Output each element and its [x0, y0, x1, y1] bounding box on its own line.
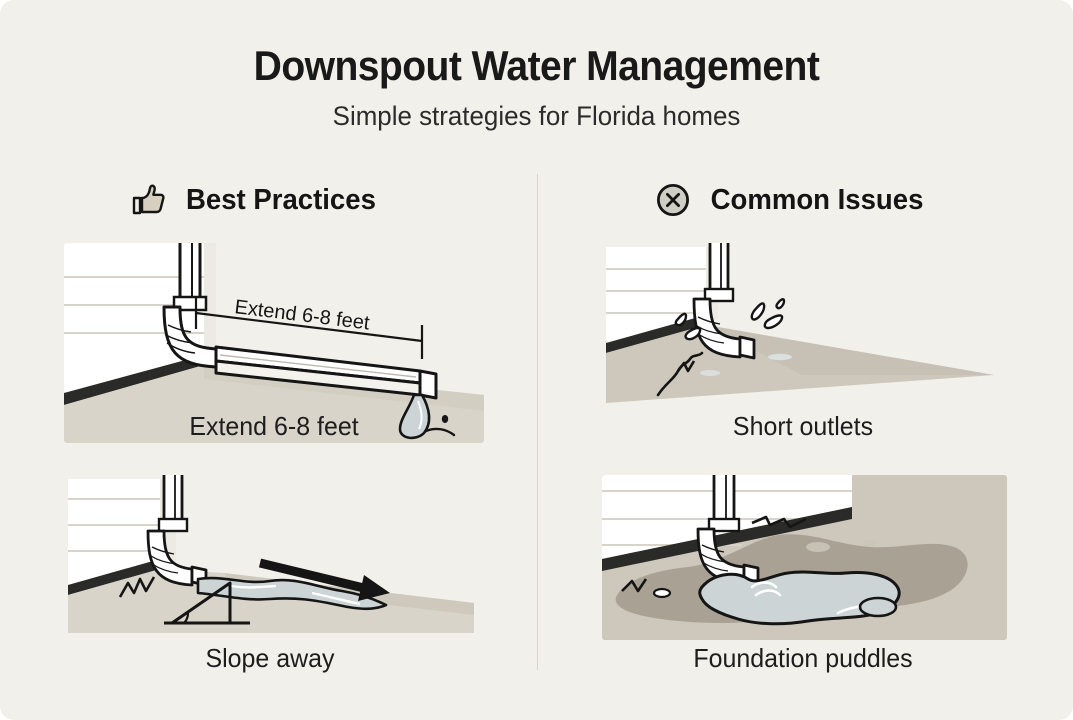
dimension-label: Extend 6-8 feet [233, 296, 371, 334]
page-subtitle: Simple strategies for Florida homes [332, 101, 741, 131]
thumbs-up-icon [132, 184, 165, 215]
illustration-slope-away [64, 475, 479, 640]
section-header-label: Best Practices [185, 183, 376, 216]
illustration-extend-downspout: Extend 6-8 feet [64, 243, 484, 443]
water-stream [398, 393, 456, 440]
panel-caption-slope: Slope away [205, 643, 335, 673]
section-header-common-issues: Common Issues [655, 180, 929, 220]
page-title: Downspout Water Management [253, 42, 820, 89]
satellite-puddle [858, 596, 898, 618]
slope-arrow [258, 558, 390, 601]
illustration-foundation-puddle [602, 475, 1007, 640]
circle-x-icon [656, 183, 690, 217]
siding-lines [606, 268, 706, 314]
siding-lines [68, 498, 160, 552]
elbow-ribs [165, 324, 196, 354]
column-divider [537, 174, 538, 670]
splash-droplets [674, 298, 786, 341]
illustration-short-outlet [602, 243, 1007, 408]
panel-caption-puddle: Foundation puddles [693, 643, 913, 673]
section-header-best-practices: Best Practices [131, 180, 381, 220]
water-stream [196, 576, 388, 611]
grade-triangle [164, 581, 250, 625]
section-header-label: Common Issues [710, 183, 924, 216]
dimension-line [194, 298, 424, 359]
erosion-crack [118, 576, 156, 598]
panel-caption-extend: Extend 6-8 feet [189, 411, 359, 441]
panel-caption-short: Short outlets [732, 411, 874, 441]
